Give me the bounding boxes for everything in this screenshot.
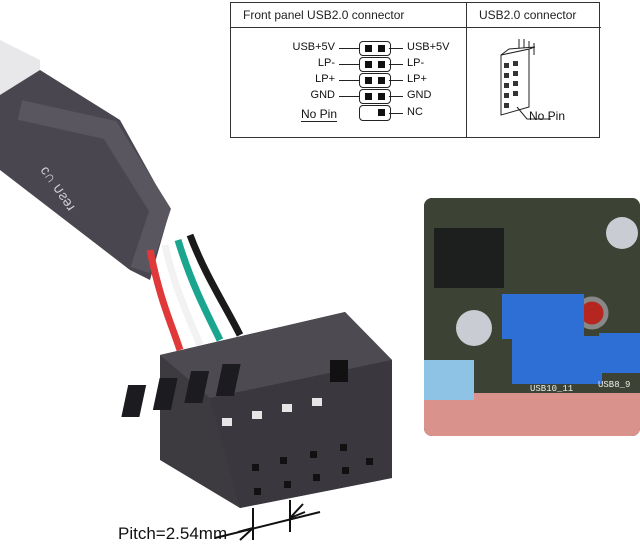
pin-label-right-3: LP+ [407, 73, 427, 85]
usb-cable-illustration: c∩ ∪ƨǝɹ [0, 40, 392, 541]
usb10-11-label: USB10_11 [530, 384, 574, 394]
header-usb-connector: USB2.0 connector [467, 3, 601, 28]
header-front-panel: Front panel USB2.0 connector [231, 3, 466, 28]
pin-label-right-4: GND [407, 89, 432, 101]
pitch-label: Pitch=2.54mm [118, 524, 228, 543]
pin-header-row-5 [359, 105, 391, 121]
pin-label-left-4: GND [310, 89, 335, 101]
pinout-table: Front panel USB2.0 connector USB2.0 conn… [230, 2, 601, 138]
pin-header-row-1 [359, 41, 391, 56]
pin-header-row-3 [359, 73, 391, 88]
column-divider [466, 3, 467, 137]
pin-label-right-5: NC [407, 106, 423, 118]
pin-label-right-1: USB+5V [407, 41, 450, 53]
pin-header-row-4 [359, 89, 391, 104]
pin-label-right-2: LP- [407, 57, 425, 69]
pin-label-left-3: LP+ [315, 73, 335, 85]
motherboard-photo: USB10_11 USB8_9 [424, 198, 640, 436]
pin-label-left-1: USB+5V [292, 41, 336, 53]
usb-connector-sketch [500, 39, 551, 120]
pin-label-left-2: LP- [317, 57, 335, 69]
usb8-9-label: USB8_9 [598, 380, 631, 390]
no-pin-label: No Pin [301, 107, 338, 122]
pin-header-row-2 [359, 57, 391, 72]
connector-no-pin-label: No Pin [529, 109, 566, 123]
